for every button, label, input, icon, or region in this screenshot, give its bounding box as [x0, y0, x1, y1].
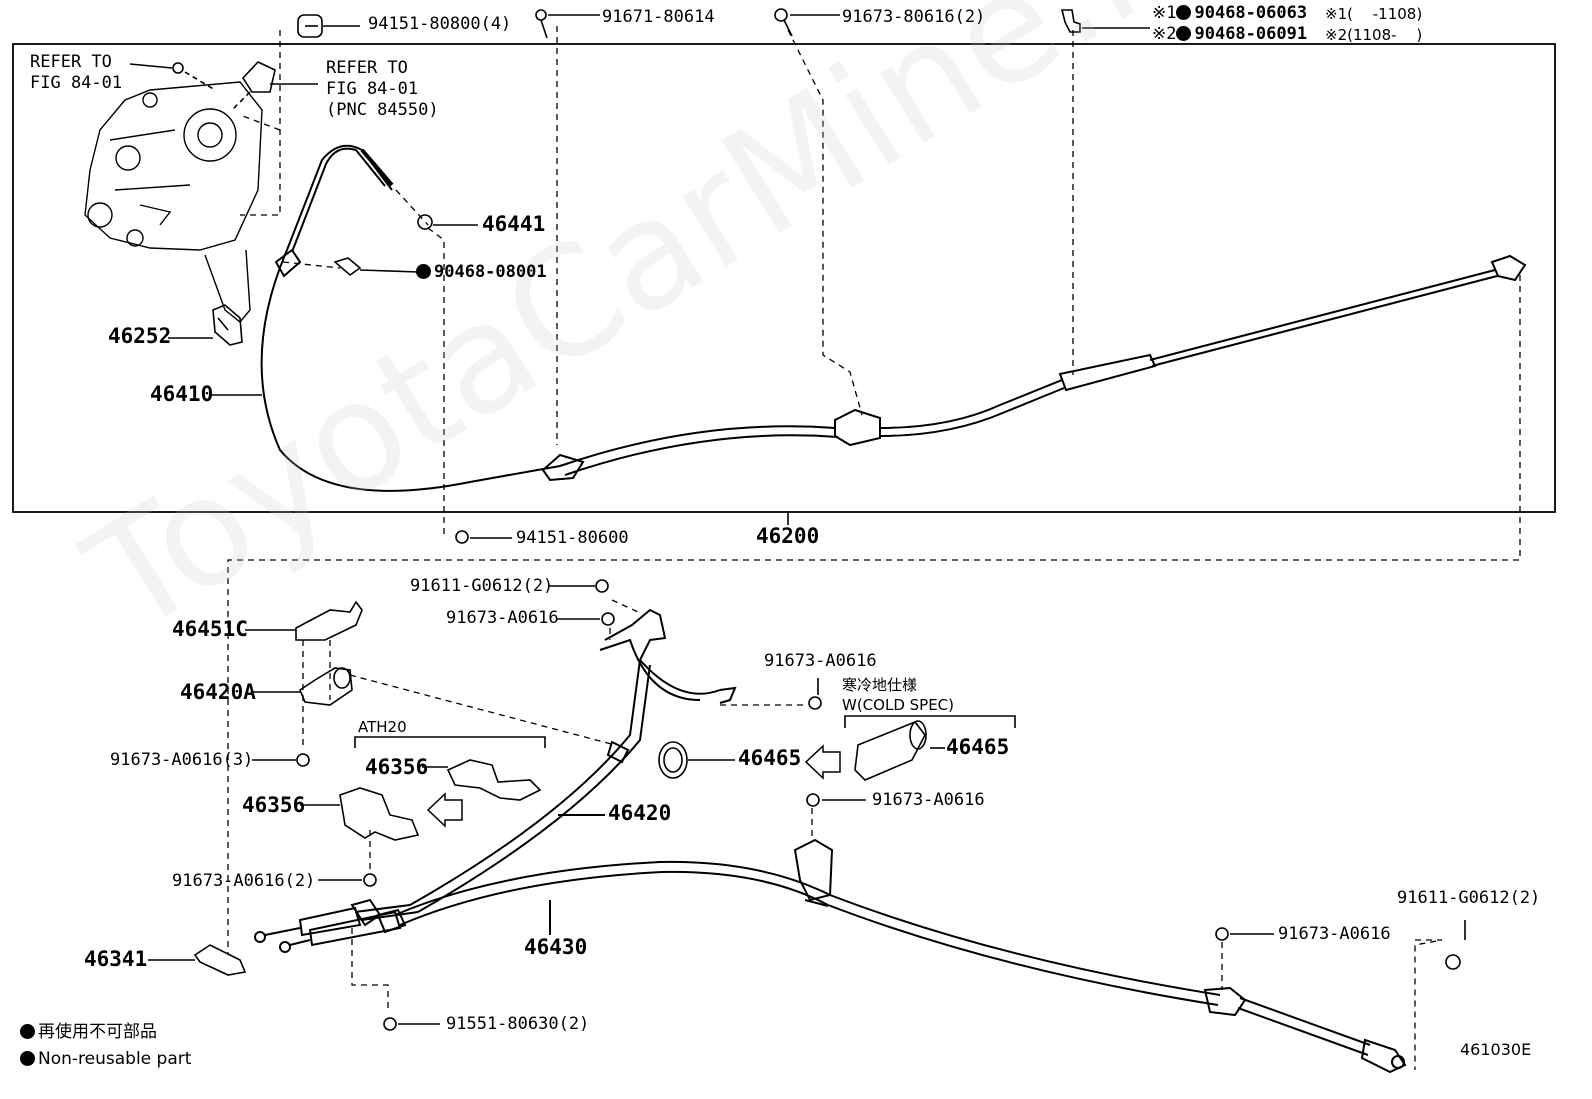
ring-46465-icon	[658, 741, 735, 779]
part-94151-80800[interactable]: 94151-80800(4)	[368, 14, 512, 34]
non-reusable-dot-icon	[1176, 5, 1192, 20]
part-46430[interactable]: 46430	[524, 935, 588, 959]
part-46200[interactable]: 46200	[756, 524, 820, 548]
cold-spec-jp: 寒冷地仕様	[842, 676, 918, 694]
variant-row1: ※1 90468-06063	[1152, 3, 1307, 23]
part-91673-A0616-c[interactable]: 91673-A0616	[872, 790, 985, 810]
part-90468-08001-row: 90468-08001	[416, 262, 547, 282]
bracket-46356-ath20-icon	[422, 759, 542, 801]
variant-range2: ※2(1108- )	[1325, 26, 1423, 44]
bolt-91673-A0616-3-icon	[252, 753, 310, 767]
nut-94151-80600-icon	[455, 530, 512, 544]
non-reusable-dot-icon	[1176, 26, 1192, 41]
grommet-46252-icon	[168, 304, 243, 346]
refer-bolt-icon	[129, 62, 216, 91]
clip-90468-icon	[1060, 9, 1150, 33]
bolt-91673-A0616-c-icon	[806, 793, 866, 807]
variant-mark2: ※2	[1152, 24, 1177, 44]
rear-cable-46200	[541, 254, 1527, 482]
bolt-91611-G0612-a-icon	[548, 579, 609, 593]
boot-46465-cold-icon	[854, 720, 945, 781]
part-91673-A0616-2[interactable]: 91673-A0616(2)	[172, 871, 316, 891]
ath20-bracket-line	[354, 736, 546, 748]
part-91671-80614[interactable]: 91671-80614	[602, 7, 715, 27]
diagram-code: 461030E	[1460, 1040, 1532, 1059]
non-reusable-dot-icon	[20, 1024, 35, 1039]
part-90468-06091[interactable]: 90468-06091	[1194, 24, 1308, 44]
part-91551-80630[interactable]: 91551-80630(2)	[446, 1014, 590, 1034]
part-46356-ath20[interactable]: 46356	[365, 755, 429, 779]
bolt-91673-A0616-b-icon	[808, 678, 822, 710]
ath20-label: ATH20	[358, 718, 407, 736]
bolt-91673-A0616-a-icon	[556, 612, 615, 626]
assembly-frame	[12, 43, 1556, 513]
part-90468-08001[interactable]: 90468-08001	[434, 262, 547, 282]
part-90468-06063[interactable]: 90468-06063	[1194, 3, 1308, 23]
refer-right-line1: REFER TO	[326, 58, 408, 78]
non-reusable-dot-icon	[20, 1051, 35, 1066]
non-reusable-dot-icon	[416, 264, 431, 279]
part-46356[interactable]: 46356	[242, 793, 306, 817]
parking-brake-pedal-icon	[84, 81, 263, 323]
bolt-91673-A0616-2-icon	[318, 873, 377, 887]
refer-right-line2: FIG 84-01	[326, 79, 419, 99]
bolt-91611-G0612-b-icon	[1445, 920, 1466, 970]
arrow-left-icon-b	[804, 744, 841, 780]
refer-left-line2: FIG 84-01	[30, 73, 123, 93]
part-46341[interactable]: 46341	[84, 947, 148, 971]
clip-90468-08001-icon	[333, 257, 419, 277]
part-46252[interactable]: 46252	[108, 324, 172, 348]
part-46410[interactable]: 46410	[150, 382, 214, 406]
cold-spec-en: W(COLD SPEC)	[842, 696, 955, 714]
refer-left-line1: REFER TO	[30, 52, 112, 72]
legend-jp: 再使用不可部品	[38, 1022, 157, 1042]
bracket-46356-icon	[300, 787, 420, 841]
refer-bracket-icon	[231, 61, 318, 111]
part-91673-A0616-b[interactable]: 91673-A0616	[764, 651, 877, 671]
part-46441[interactable]: 46441	[482, 212, 546, 236]
part-91673-80616[interactable]: 91673-80616(2)	[842, 7, 986, 27]
part-46420[interactable]: 46420	[608, 801, 672, 825]
leader-dashes-bottom	[302, 599, 1443, 1070]
part-91673-A0616-a[interactable]: 91673-A0616	[446, 608, 559, 628]
arrow-left-icon-a	[426, 792, 463, 828]
part-91611-G0612-b[interactable]: 91611-G0612(2)	[1397, 888, 1541, 908]
part-46420A[interactable]: 46420A	[180, 680, 256, 704]
leader-dashes-top	[227, 26, 1521, 955]
legend-en-row: Non-reusable part	[20, 1049, 191, 1069]
cable-46430	[279, 838, 1407, 1074]
bracket-46451C-icon	[245, 600, 363, 641]
legend-jp-row: 再使用不可部品	[20, 1022, 157, 1042]
part-91611-G0612-a[interactable]: 91611-G0612(2)	[410, 576, 554, 596]
clamp-46420A-icon	[252, 667, 353, 706]
bolt-91673-80616-icon	[774, 8, 840, 37]
part-46451C[interactable]: 46451C	[172, 617, 248, 641]
part-46465[interactable]: 46465	[738, 746, 802, 770]
legend-en: Non-reusable part	[38, 1049, 192, 1069]
variant-range1: ※1( -1108)	[1325, 5, 1423, 23]
part-91673-A0616-d[interactable]: 91673-A0616	[1278, 924, 1391, 944]
part-46465-cold[interactable]: 46465	[946, 735, 1010, 759]
cold-spec-bracket-line	[844, 715, 1016, 728]
bolt-91671-80614-icon	[535, 9, 600, 39]
clip-46441-icon	[417, 214, 478, 230]
clip-94151-80800-icon	[297, 14, 360, 38]
bolt-91551-80630-icon	[383, 1017, 440, 1031]
bolt-91673-A0616-d-icon	[1215, 927, 1274, 941]
variant-mark1: ※1	[1152, 3, 1177, 23]
bracket-46341-icon	[148, 944, 247, 976]
variant-row2: ※2 90468-06091	[1152, 24, 1307, 44]
part-94151-80600[interactable]: 94151-80600	[516, 528, 629, 548]
part-91673-A0616-3[interactable]: 91673-A0616(3)	[110, 750, 254, 770]
cable-46420	[254, 608, 737, 943]
front-cable-46410	[260, 144, 561, 492]
refer-right-line3: (PNC 84550)	[326, 100, 439, 120]
